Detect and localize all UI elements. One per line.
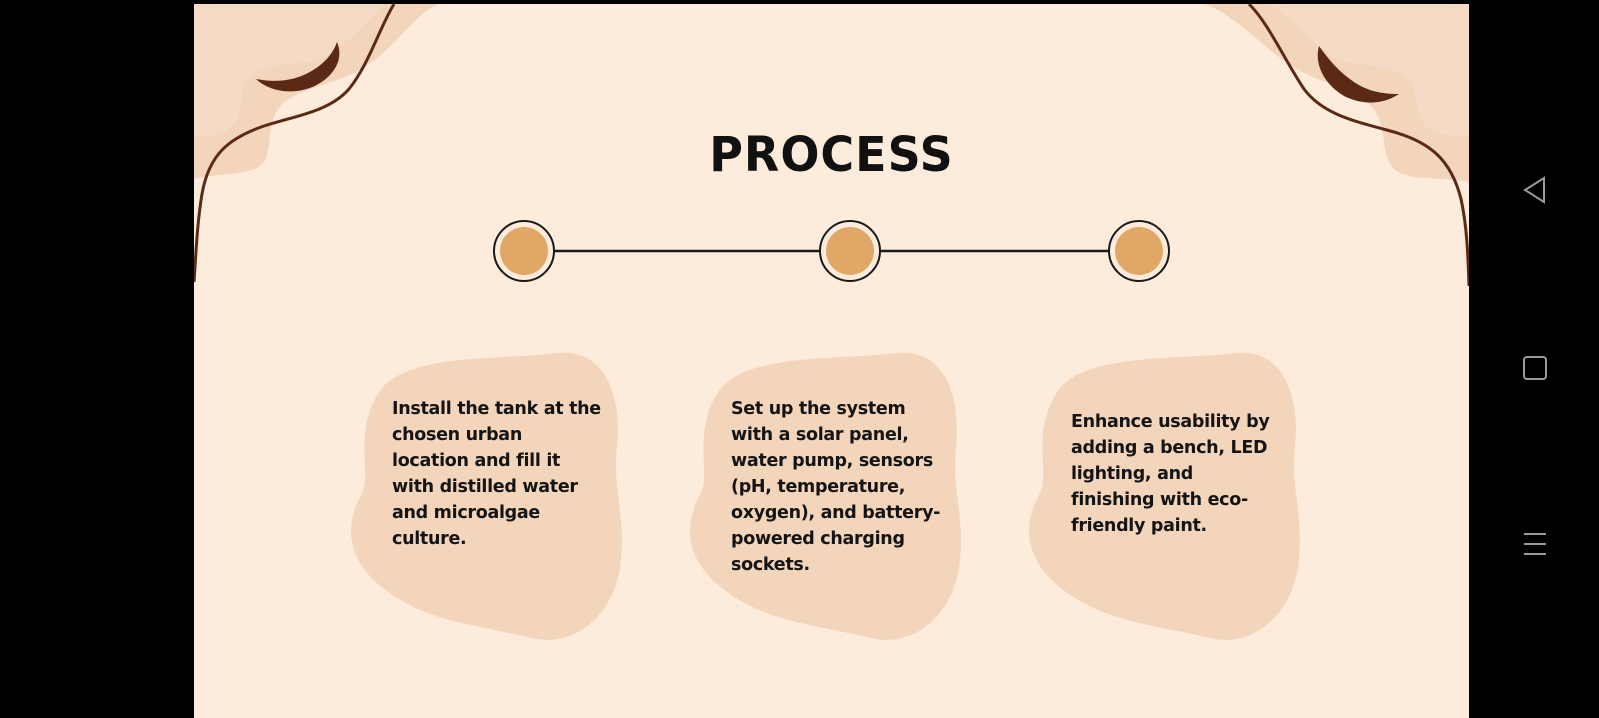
step-card-3: Enhance usability by adding a bench, LED… [1020, 348, 1310, 648]
step-card-2: Set up the system with a solar panel, wa… [681, 348, 971, 648]
corner-decoration-top-right [1204, 4, 1469, 287]
system-navigation-bar [1469, 0, 1599, 718]
timeline-node-1 [493, 220, 555, 282]
process-timeline [493, 220, 1170, 282]
presentation-slide: PROCESS Install the tank at the chosen u… [194, 4, 1469, 718]
corner-decoration-top-left [194, 4, 439, 283]
home-button[interactable] [1507, 340, 1563, 396]
timeline-node-3 [1108, 220, 1170, 282]
back-button[interactable] [1507, 162, 1563, 218]
step-2-text: Set up the system with a solar panel, wa… [731, 399, 941, 575]
step-card-1: Install the tank at the chosen urban loc… [342, 348, 632, 648]
slide-title: PROCESS [709, 125, 954, 183]
card-blob [689, 352, 961, 640]
card-blob [350, 352, 622, 640]
menu-lines-icon [1524, 533, 1546, 555]
card-blob [1028, 352, 1300, 640]
step-1-text: Install the tank at the chosen urban loc… [392, 399, 601, 549]
step-3-text: Enhance usability by adding a bench, LED… [1071, 412, 1270, 536]
timeline-node-2 [819, 220, 881, 282]
home-square-icon [1523, 356, 1547, 380]
back-triangle-icon [1523, 176, 1545, 204]
recents-button[interactable] [1507, 516, 1563, 572]
